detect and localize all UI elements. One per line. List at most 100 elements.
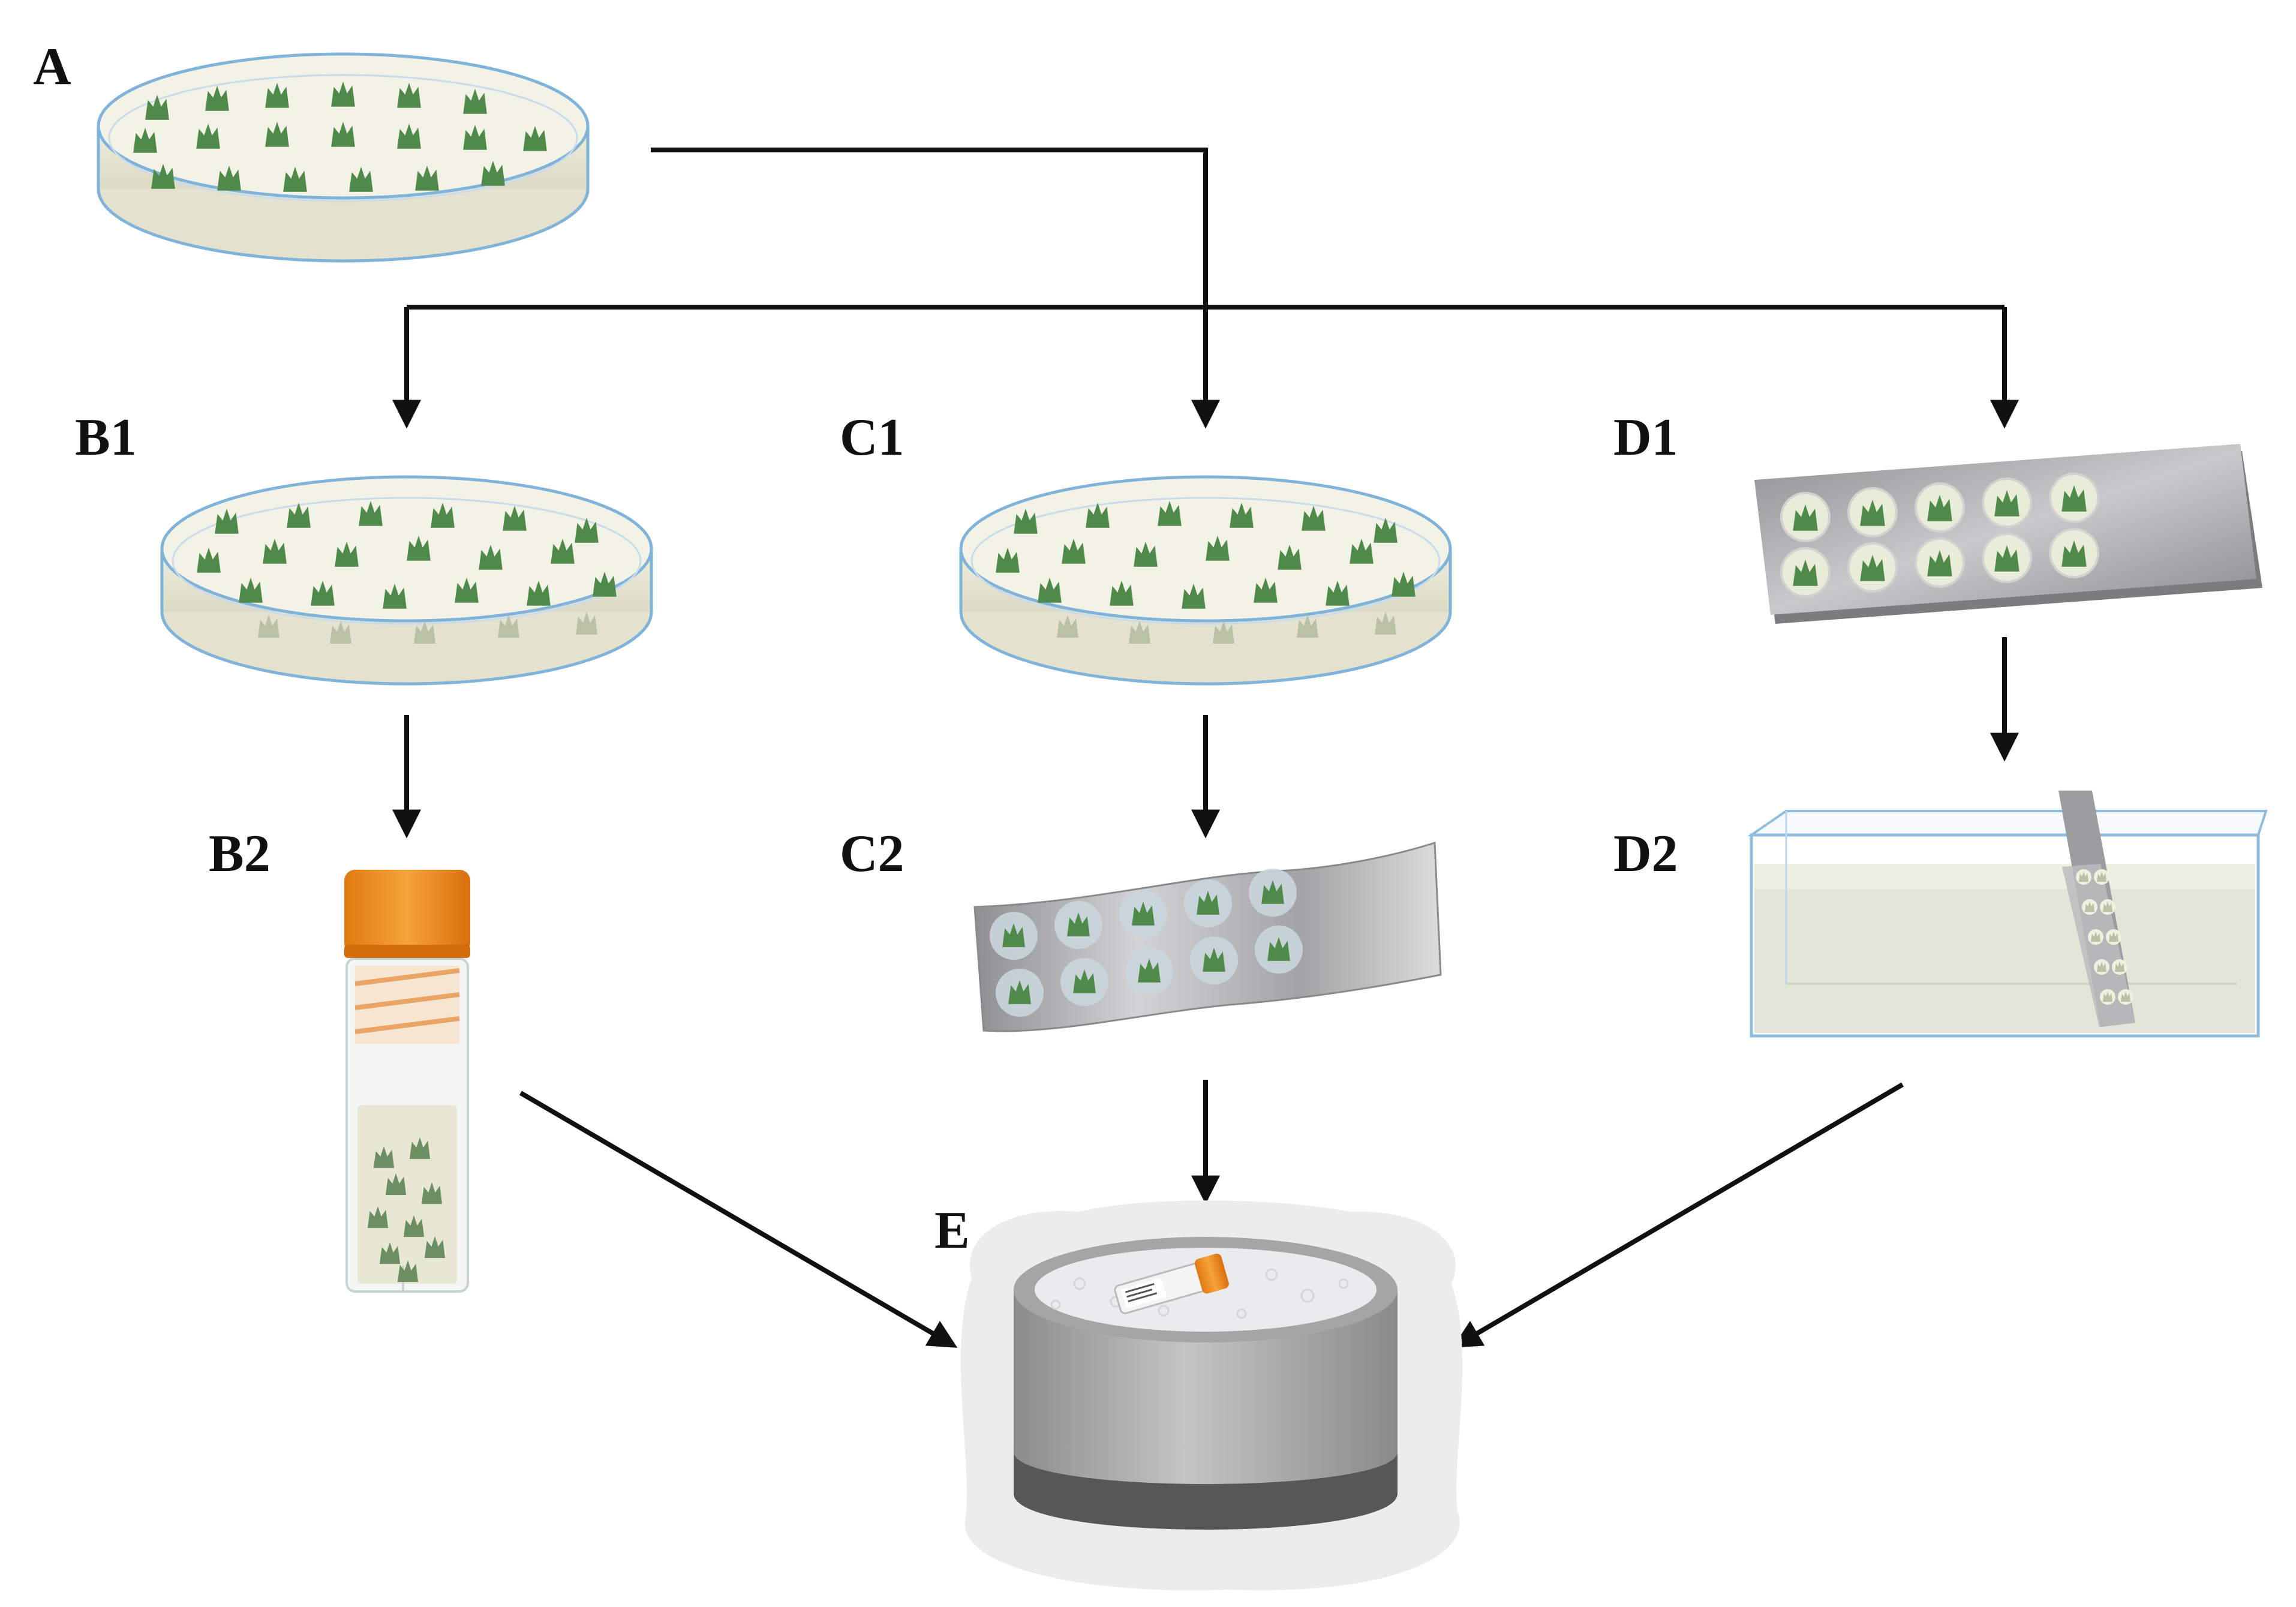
explant-icon [1086, 503, 1110, 528]
petri-dish-icon [959, 475, 1452, 686]
explant-icon [265, 83, 289, 108]
explant-icon [455, 578, 479, 603]
explant-icon [367, 1206, 389, 1228]
explant-icon [311, 581, 335, 606]
petri-dish-icon [97, 52, 590, 263]
explant-icon [397, 1260, 419, 1282]
arrow-d2-to-e [1452, 1082, 1904, 1348]
arrow-b2-to-e [519, 1091, 958, 1348]
explant-icon [576, 612, 597, 635]
explant-icon [527, 581, 551, 606]
explant-icon [1197, 891, 1219, 915]
immersion-tank-icon [1747, 791, 2268, 1038]
explant-icon [215, 509, 239, 534]
explant-icon [593, 572, 617, 597]
label-c1: C1 [840, 408, 904, 467]
aluminium-plate-icon [1754, 444, 2262, 624]
explant-icon [1062, 539, 1086, 564]
explant-icon [1132, 902, 1155, 926]
explant-icon [1057, 615, 1078, 638]
explant-icon [205, 86, 229, 111]
liquid-nitrogen-dewar-icon [960, 1200, 1463, 1591]
plate-wells [1780, 473, 2099, 597]
explant-icon [523, 126, 547, 151]
explant-icon [1392, 572, 1416, 597]
label-c2: C2 [840, 825, 904, 883]
explant-icon [431, 503, 455, 528]
explant-icon [283, 167, 307, 192]
explant-icon [397, 83, 421, 108]
explant-icon [403, 1215, 425, 1237]
explant-icon [383, 584, 407, 609]
explant-icon [335, 542, 359, 567]
explant-icon [1182, 584, 1206, 609]
explant-icon [359, 501, 383, 526]
explant-icon [421, 1182, 443, 1205]
explant-icon [1014, 509, 1038, 534]
explant-group [133, 82, 547, 192]
flow-arrows [392, 148, 2019, 1348]
foil-wells [990, 869, 1303, 1017]
label-d1: D1 [1613, 408, 1678, 467]
explant-icon [463, 89, 487, 114]
explant-icon [2096, 872, 2107, 882]
explant-icon [373, 1146, 395, 1169]
explant-icon [2102, 902, 2113, 912]
explant-icon [1002, 923, 1025, 947]
explant-icon [258, 615, 280, 638]
explant-icon [1994, 490, 2019, 516]
explant-icon [1038, 578, 1062, 603]
explant-icon [151, 164, 175, 189]
explant-group [367, 1137, 446, 1282]
label-d2: D2 [1613, 825, 1678, 883]
label-a: A [33, 38, 71, 96]
explant-icon [2078, 872, 2089, 882]
explant-icon [197, 548, 221, 573]
explant-icon [265, 122, 289, 147]
explant-icon [1230, 503, 1254, 528]
explant-icon [407, 536, 431, 561]
explant-icon [1158, 501, 1182, 526]
explant-icon [263, 539, 287, 564]
explant-icon [1350, 539, 1374, 564]
explant-icon [479, 545, 503, 570]
explant-group [996, 501, 1416, 644]
explant-icon [1254, 578, 1278, 603]
explant-icon [385, 1173, 407, 1196]
explant-icon [217, 166, 241, 191]
label-b1: B1 [75, 408, 137, 467]
explant-icon [1793, 504, 1818, 531]
explant-icon [2090, 932, 2101, 942]
explant-icon [1302, 506, 1326, 531]
explant-icon [1375, 612, 1396, 635]
explant-icon [1206, 536, 1230, 561]
explant-icon [379, 1242, 401, 1264]
explant-icon [133, 128, 157, 153]
explant-icon [1267, 937, 1290, 961]
explant-icon [2061, 540, 2087, 567]
explant-icon [481, 161, 505, 186]
explant-icon [1073, 969, 1096, 993]
explant-icon [397, 124, 421, 149]
explant-icon [2114, 962, 2125, 972]
explant-icon [2061, 485, 2087, 512]
aluminium-foil-strip-icon [973, 841, 1442, 1032]
explant-icon [1860, 555, 1885, 581]
explant-icon [1278, 545, 1302, 570]
explant-icon [1927, 550, 1952, 576]
label-b2: B2 [209, 825, 271, 883]
explant-icon [1261, 880, 1284, 904]
explant-icon [1129, 621, 1150, 644]
explant-icon [1297, 615, 1318, 638]
explant-icon [463, 125, 487, 150]
explant-icon [1067, 912, 1090, 936]
explant-icon [551, 539, 575, 564]
explant-icon [1138, 959, 1161, 983]
dewar-cryovial [1114, 1253, 1229, 1314]
cryovial-icon [344, 870, 470, 1293]
label-e: E [934, 1202, 970, 1260]
explant-icon [331, 82, 355, 107]
explant-icon [1134, 542, 1158, 567]
explant-icon [239, 578, 263, 603]
explant-icon [1008, 980, 1031, 1004]
